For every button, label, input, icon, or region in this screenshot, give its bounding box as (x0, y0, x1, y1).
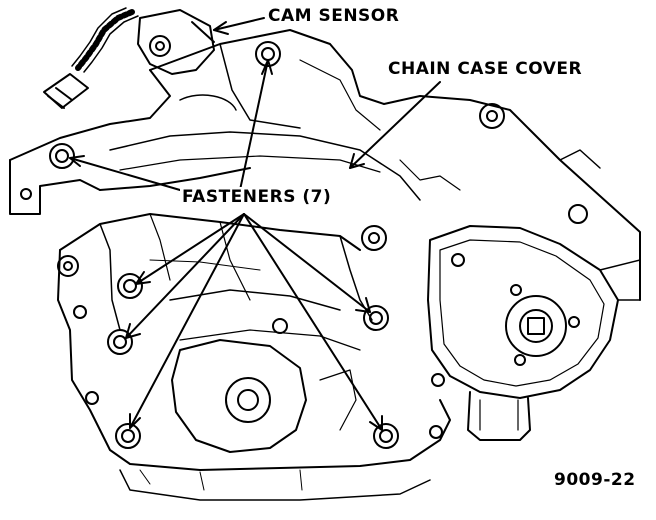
engine-block-mid (57, 213, 389, 431)
pump-housing (427, 225, 641, 441)
oil-pump-cover (99, 318, 451, 501)
figure-number: 9009-22 (554, 470, 636, 490)
cam-sensor-part (43, 7, 215, 109)
leader-lines (69, 17, 441, 431)
fasteners-label: FASTENERS (7) (180, 187, 334, 207)
cam-sensor-label: CAM SENSOR (266, 6, 402, 26)
chain-case-cover-label: CHAIN CASE COVER (386, 59, 585, 79)
